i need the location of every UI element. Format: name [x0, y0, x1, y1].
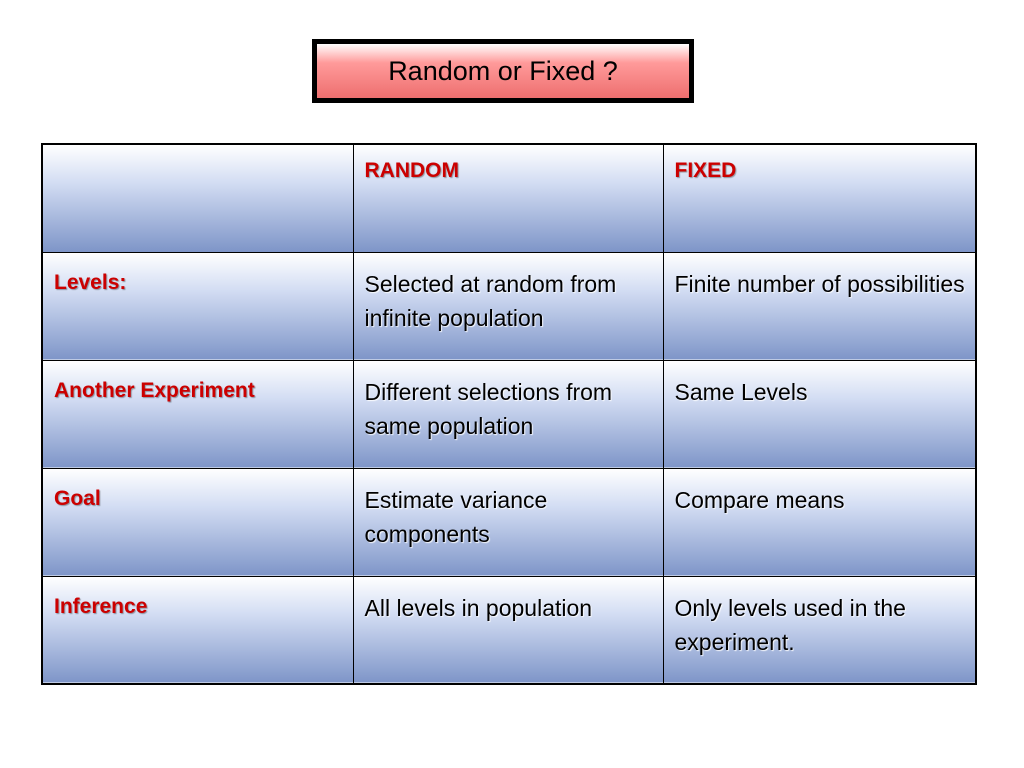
header-cell-random: RANDOM [352, 143, 664, 253]
cell-another-experiment-random: Different selections from same populatio… [352, 359, 664, 469]
cell-inference-fixed: Only levels used in the experiment. [662, 575, 977, 685]
cell-goal-random: Estimate variance components [352, 467, 664, 577]
header-cell-empty [41, 143, 354, 253]
cell-another-experiment-fixed: Same Levels [662, 359, 977, 469]
row-label-inference: Inference [41, 575, 354, 685]
row-label-another-experiment: Another Experiment [41, 359, 354, 469]
table-row: Inference All levels in population Only … [41, 575, 977, 685]
slide-title: Random or Fixed ? [388, 55, 618, 86]
table-header-row: RANDOM FIXED [41, 143, 977, 253]
table-row: Goal Estimate variance components Compar… [41, 467, 977, 577]
title-box: Random or Fixed ? [312, 39, 694, 103]
comparison-table: RANDOM FIXED Levels: Selected at random … [41, 143, 977, 685]
table-row: Levels: Selected at random from infinite… [41, 251, 977, 361]
cell-goal-fixed: Compare means [662, 467, 977, 577]
cell-inference-random: All levels in population [352, 575, 664, 685]
row-label-levels: Levels: [41, 251, 354, 361]
cell-levels-fixed: Finite number of possibilities [662, 251, 977, 361]
header-cell-fixed: FIXED [662, 143, 977, 253]
row-label-goal: Goal [41, 467, 354, 577]
table-row: Another Experiment Different selections … [41, 359, 977, 469]
cell-levels-random: Selected at random from infinite populat… [352, 251, 664, 361]
